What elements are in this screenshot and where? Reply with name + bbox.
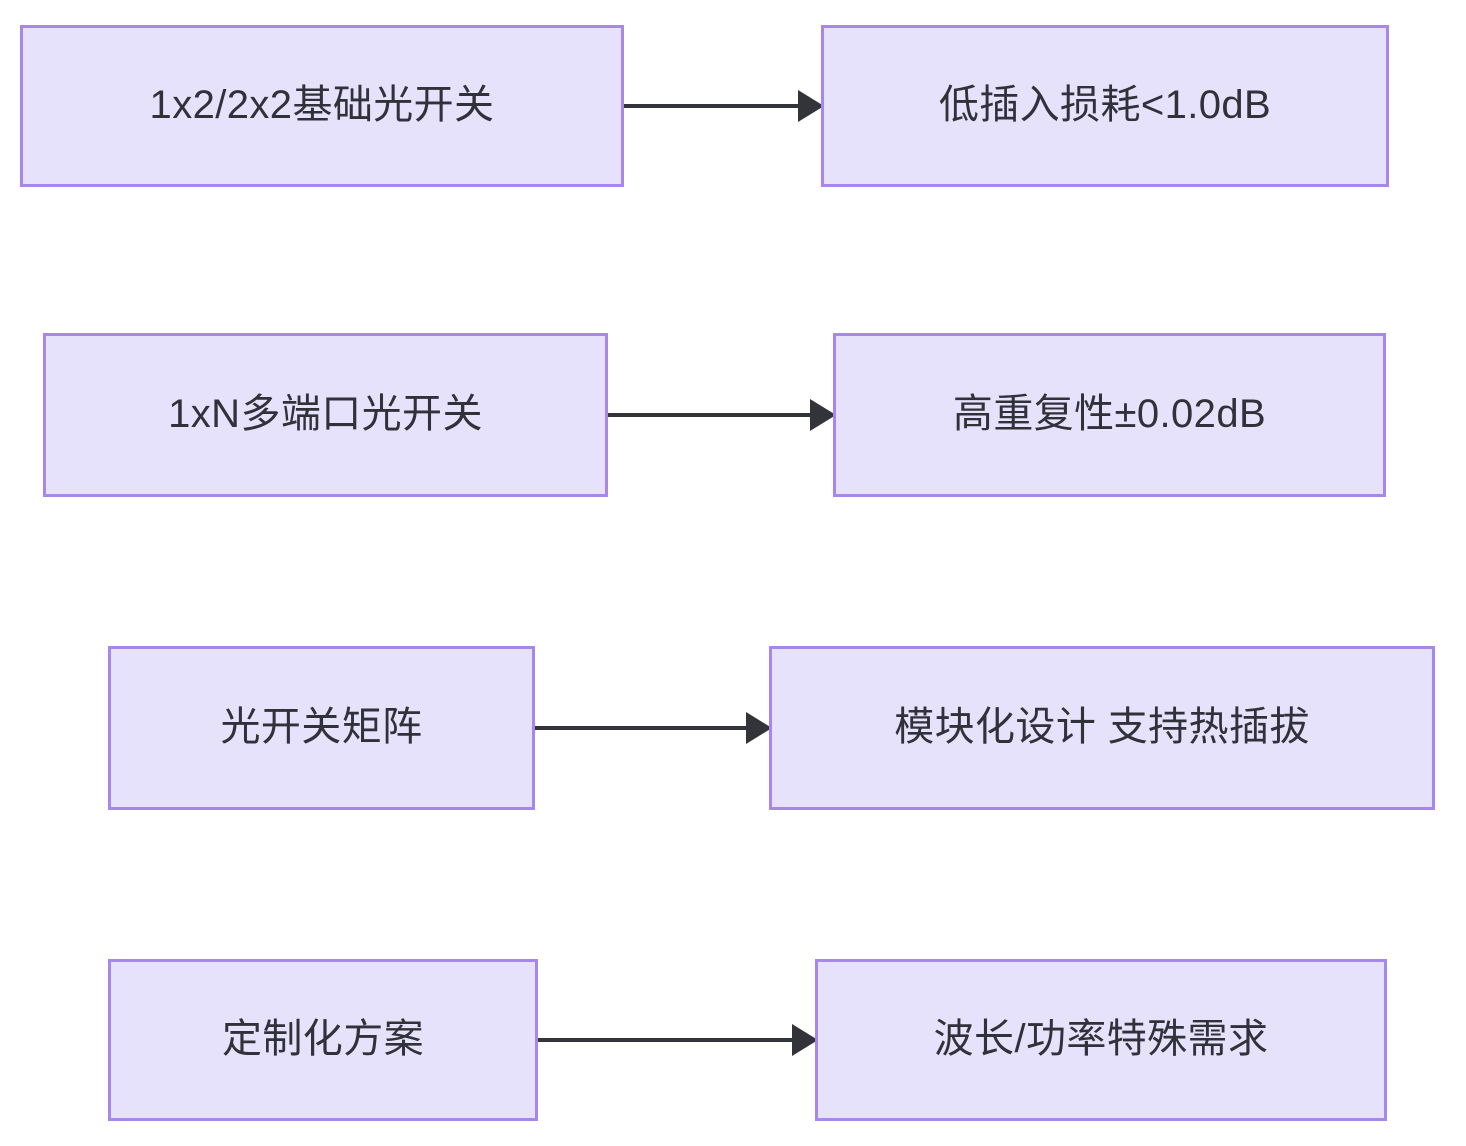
node-source-2[interactable]: 1xN多端口光开关 [43,333,608,497]
node-target-4[interactable]: 波长/功率特殊需求 [815,959,1387,1121]
node-target-4-label: 波长/功率特殊需求 [933,1017,1269,1062]
node-source-4[interactable]: 定制化方案 [108,959,538,1121]
node-source-2-label: 1xN多端口光开关 [168,392,483,437]
node-target-1[interactable]: 低插入损耗<1.0dB [821,25,1389,187]
arrow-row-3 [534,712,772,744]
node-source-3[interactable]: 光开关矩阵 [108,646,535,810]
node-source-1[interactable]: 1x2/2x2基础光开关 [20,25,624,187]
node-source-1-label: 1x2/2x2基础光开关 [149,83,495,128]
arrow-row-4 [537,1024,818,1056]
node-target-3-label: 模块化设计 支持热插拔 [894,705,1310,750]
arrow-row-1 [623,90,824,122]
node-target-2[interactable]: 高重复性±0.02dB [833,333,1386,497]
node-target-3[interactable]: 模块化设计 支持热插拔 [769,646,1435,810]
node-source-4-label: 定制化方案 [222,1017,424,1062]
node-target-1-label: 低插入损耗<1.0dB [938,83,1272,128]
arrow-row-2 [607,399,836,431]
node-target-2-label: 高重复性±0.02dB [952,392,1267,437]
node-source-3-label: 光开关矩阵 [220,705,423,750]
